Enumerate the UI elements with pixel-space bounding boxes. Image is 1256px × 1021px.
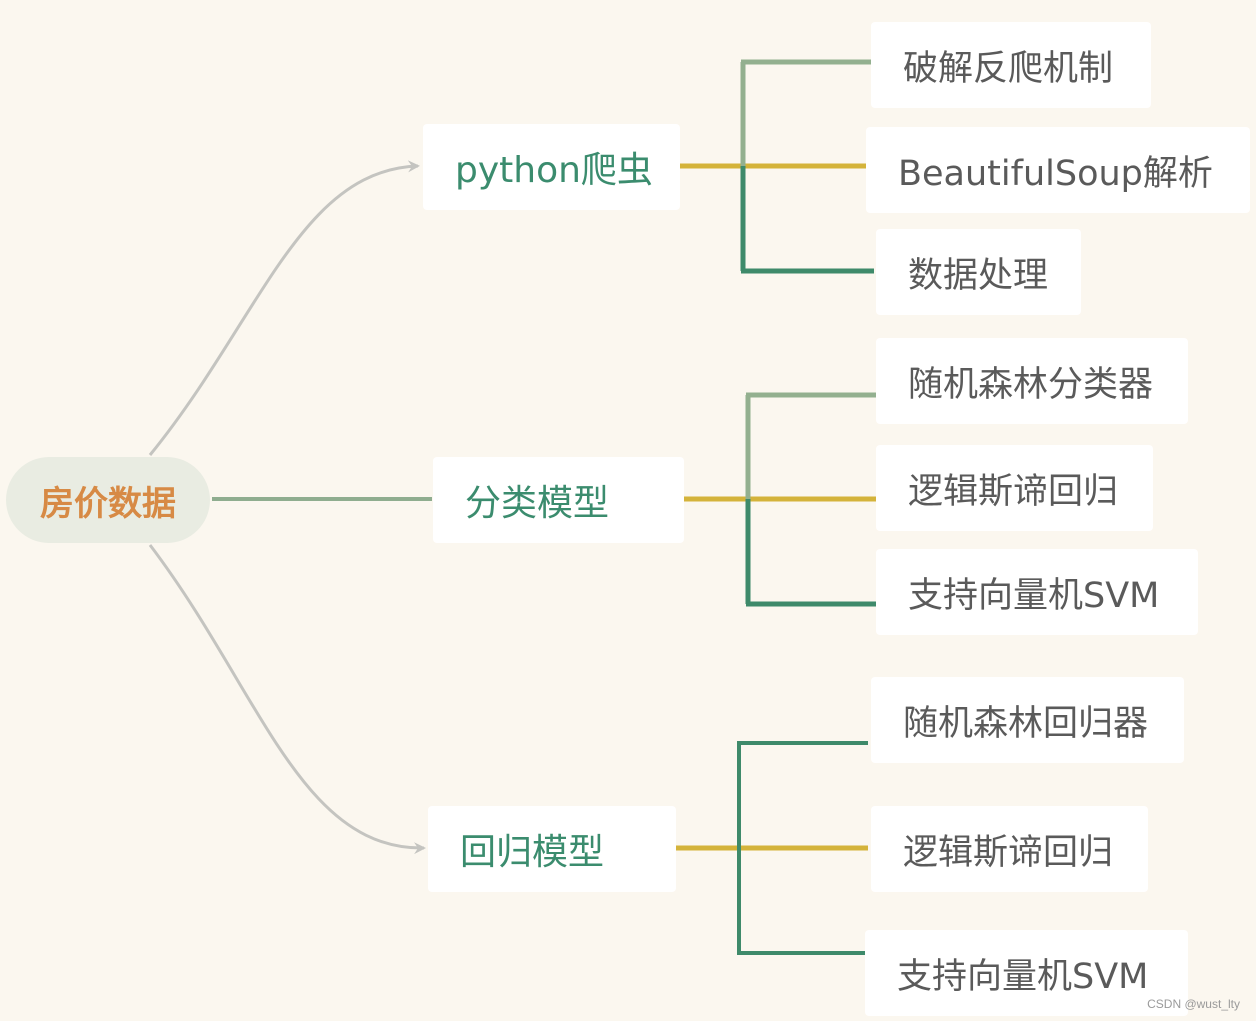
leaf-label: 破解反爬机制: [903, 48, 1114, 89]
curve-to-regression: [148, 544, 426, 855]
leaf-label: 支持向量机SVM: [908, 575, 1160, 616]
leaf-label: 随机森林分类器: [908, 364, 1154, 405]
branch-node-regression[interactable]: 回归模型: [428, 806, 676, 892]
leaf-label: 数据处理: [908, 255, 1049, 296]
branch-label: python爬虫: [455, 150, 653, 191]
root-label: 房价数据: [40, 483, 176, 524]
leaf-node[interactable]: 随机森林分类器: [876, 338, 1188, 424]
branch-node-classification[interactable]: 分类模型: [433, 457, 684, 543]
leaf-node[interactable]: 支持向量机SVM: [865, 930, 1188, 1016]
branch-1-connectors: [680, 59, 874, 274]
leaf-node[interactable]: 随机森林回归器: [871, 677, 1184, 763]
leaf-node[interactable]: 破解反爬机制: [871, 22, 1151, 108]
branch-3-connectors: [676, 741, 868, 955]
leaf-node[interactable]: BeautifulSoup解析: [866, 127, 1250, 213]
leaf-node[interactable]: 逻辑斯谛回归: [871, 806, 1148, 892]
root-node[interactable]: 房价数据: [6, 457, 210, 543]
leaf-label: 逻辑斯谛回归: [903, 832, 1114, 873]
branch-node-python-crawler[interactable]: python爬虫: [423, 124, 680, 210]
branch-2-connectors: [684, 392, 876, 607]
branch-label: 回归模型: [460, 832, 605, 873]
leaf-node[interactable]: 数据处理: [876, 229, 1081, 315]
leaf-node[interactable]: 逻辑斯谛回归: [876, 445, 1153, 531]
leaf-label: 支持向量机SVM: [897, 956, 1149, 997]
curve-to-python-crawler: [148, 160, 420, 456]
leaf-label: 逻辑斯谛回归: [908, 471, 1119, 512]
watermark: CSDN @wust_lty: [1147, 997, 1240, 1011]
leaf-label: 随机森林回归器: [903, 703, 1149, 744]
branch-label: 分类模型: [465, 483, 610, 524]
leaf-node[interactable]: 支持向量机SVM: [876, 549, 1198, 635]
leaf-label: BeautifulSoup解析: [898, 153, 1213, 194]
